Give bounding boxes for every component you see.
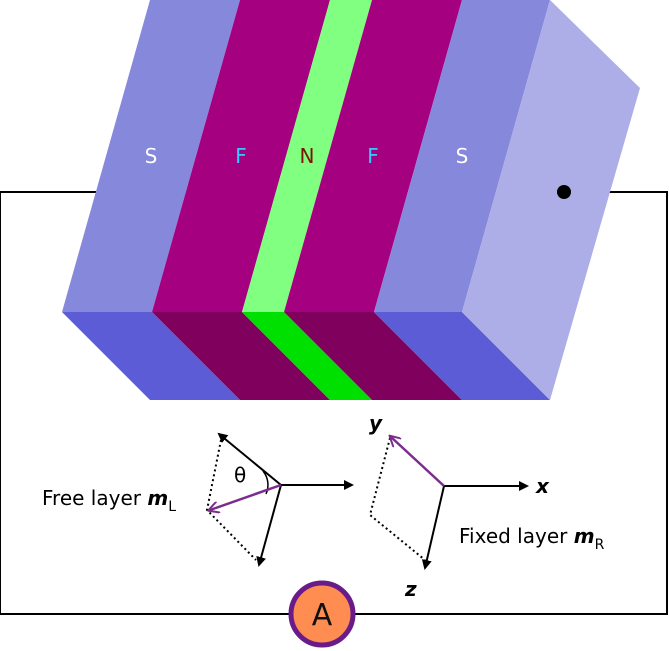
free-layer-text: Free layer bbox=[42, 486, 147, 510]
ammeter-label: A bbox=[312, 598, 333, 633]
layer-bottom-2 bbox=[152, 312, 330, 400]
layer-face-5 bbox=[374, 0, 550, 312]
fixed-layer-subscript: R bbox=[595, 537, 605, 553]
layer-label-1: S bbox=[145, 144, 158, 168]
layer-face-1 bbox=[62, 0, 240, 312]
free-axis-y bbox=[217, 432, 282, 486]
theta-label: θ bbox=[234, 463, 246, 487]
layer-label-4: F bbox=[367, 144, 379, 168]
layer-face-3 bbox=[242, 0, 372, 312]
layer-label-5: S bbox=[456, 144, 469, 168]
layer-label-2: F bbox=[235, 144, 247, 168]
layer-stack bbox=[62, 0, 550, 400]
wire-contact-dot bbox=[557, 185, 571, 199]
circuit-wire bbox=[0, 191, 668, 615]
ammeter: A bbox=[288, 580, 356, 648]
layer-face-2 bbox=[152, 0, 330, 312]
free-layer-caption: Free layer mL bbox=[42, 486, 176, 515]
fixed-layer-text: Fixed layer bbox=[459, 524, 574, 548]
layer-bottom-4 bbox=[284, 312, 462, 400]
layer-face-4 bbox=[284, 0, 462, 312]
free-magnetization-arrow bbox=[210, 483, 282, 510]
fixed-layer-symbol: m bbox=[574, 524, 595, 548]
angle-arc bbox=[262, 470, 269, 495]
axis-label-y: y bbox=[369, 411, 383, 435]
side-face bbox=[462, 0, 640, 400]
free-layer-vectors: θ bbox=[205, 432, 354, 567]
ammeter-circle bbox=[288, 580, 356, 648]
layer-bottom-5 bbox=[374, 312, 550, 400]
layer-bottom-1 bbox=[62, 312, 240, 400]
layer-label-3: N bbox=[300, 144, 315, 168]
fixed-magnetization-arrow bbox=[391, 437, 445, 487]
axis-label-x: x bbox=[535, 474, 550, 498]
fixed-layer-vectors bbox=[368, 437, 529, 570]
free-layer-symbol: m bbox=[147, 486, 168, 510]
fixed-layer-caption: Fixed layer mR bbox=[459, 524, 605, 553]
fixed-axis-z bbox=[421, 485, 445, 570]
axis-label-z: z bbox=[404, 577, 417, 601]
fixed-projection-dotted bbox=[368, 437, 426, 561]
free-layer-subscript: L bbox=[168, 499, 176, 515]
layer-bottom-3 bbox=[242, 312, 372, 400]
free-axis-z bbox=[256, 484, 282, 567]
